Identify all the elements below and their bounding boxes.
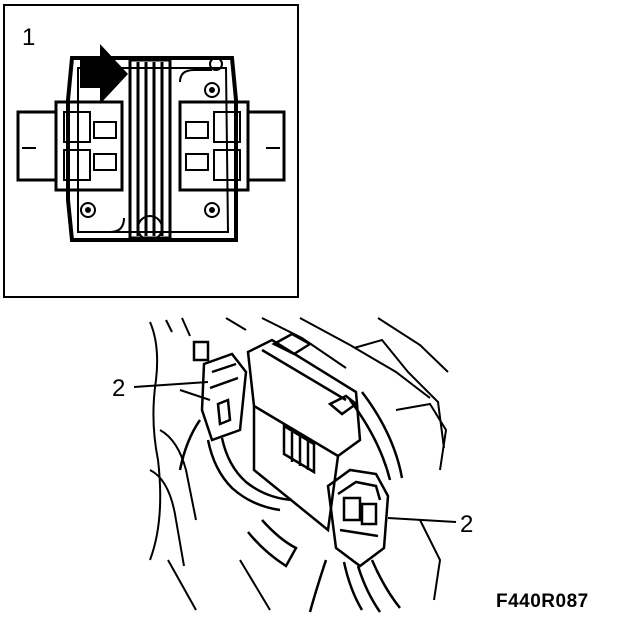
detail-frame bbox=[3, 4, 299, 298]
left-connector-installed bbox=[192, 340, 248, 442]
figure-code: F440R087 bbox=[496, 591, 589, 612]
right-connector-installed bbox=[326, 468, 390, 568]
engine-bay-outline bbox=[149, 317, 449, 611]
detail-number-label: 1 bbox=[22, 24, 35, 51]
control-module bbox=[16, 56, 286, 242]
callout-number-right: 2 bbox=[460, 511, 473, 538]
installation-view bbox=[149, 317, 449, 613]
leader-line-left bbox=[133, 381, 209, 388]
detail-view-1: 1 bbox=[3, 4, 299, 298]
heat-sink-ribs bbox=[128, 58, 172, 240]
callout-number-left: 2 bbox=[112, 375, 125, 402]
right-connector bbox=[178, 100, 286, 192]
right-wiring-harness bbox=[308, 391, 404, 613]
direction-arrow-icon bbox=[80, 44, 128, 104]
callout-connector-right: 2 bbox=[387, 511, 473, 538]
callout-connector-left: 2 bbox=[112, 375, 209, 402]
left-connector bbox=[16, 100, 124, 192]
left-wiring-harness bbox=[178, 419, 298, 568]
leader-line-right bbox=[387, 517, 457, 523]
